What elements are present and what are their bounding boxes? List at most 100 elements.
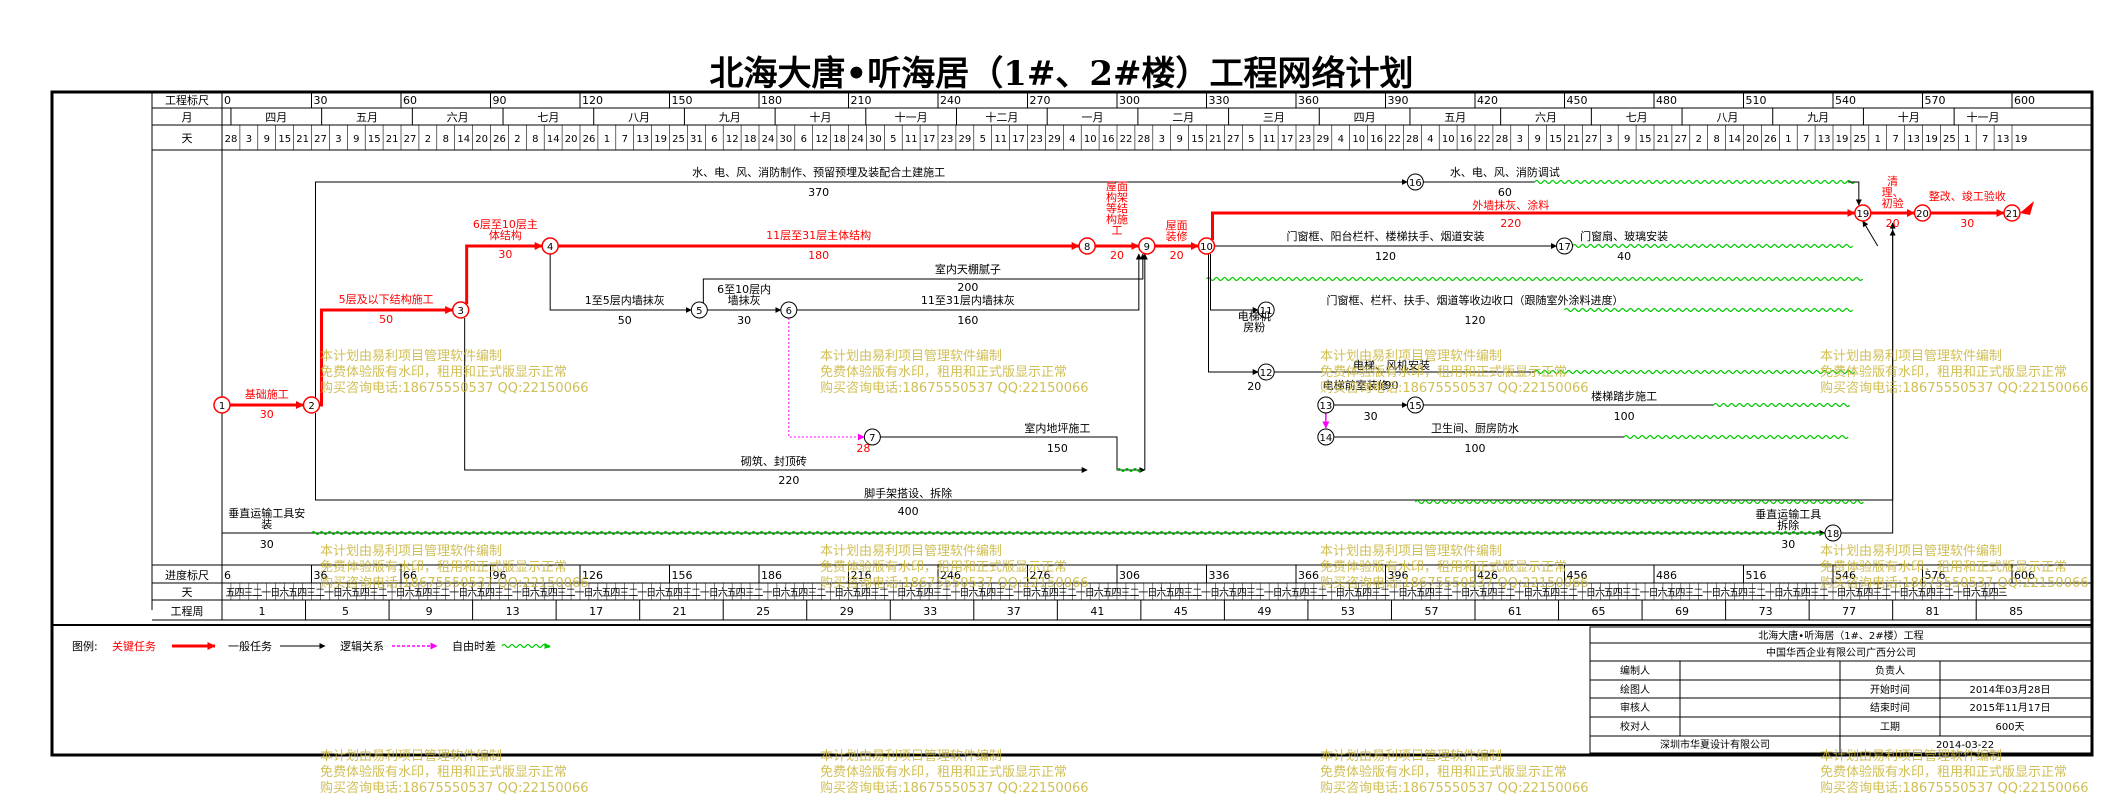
day-cell: 9: [1624, 134, 1630, 145]
day-cell: 5: [980, 134, 986, 145]
week-cell: 13: [506, 605, 520, 618]
watermark-text: 免费体验版有水印，租用和正式版显示正常: [320, 364, 567, 380]
day-cell: 23: [941, 134, 954, 145]
weekday-cell: 三: [431, 588, 441, 599]
week-cell: 1: [259, 605, 266, 618]
month-label: 月: [182, 111, 193, 124]
day-cell: 10: [1442, 134, 1455, 145]
float-7-9: [1116, 467, 1142, 473]
float-16-19: [1534, 179, 1856, 185]
task-dur-7-9: 150: [1047, 442, 1068, 455]
day-cell: 27: [1585, 134, 1598, 145]
task-dur-15-19: 100: [1614, 410, 1635, 423]
week-cell: 85: [2009, 605, 2023, 618]
weekday-cell: 一: [700, 588, 710, 599]
legend-critical-label: 关键任务: [112, 639, 156, 653]
weekday-cell: 三: [1684, 588, 1694, 599]
weekday-cell: 一: [1890, 588, 1900, 599]
weekday-cell: 五: [1729, 588, 1739, 599]
watermark-text: 免费体验版有水印，租用和正式版显示正常: [1820, 559, 2067, 575]
task-logic-19: [1862, 220, 1879, 247]
node-label-6: 6: [786, 306, 792, 317]
day-cell: 24: [762, 134, 775, 145]
info-key: 校对人: [1620, 720, 1650, 733]
day-cell: 9: [1535, 134, 1541, 145]
weekday-cell: 六: [1595, 587, 1605, 599]
day-cell: 1: [1785, 134, 1791, 145]
task-label-5-6a: 6至10层内: [717, 282, 771, 296]
weekday-cell: 一: [888, 588, 898, 599]
weekday-cell: 二: [879, 588, 889, 599]
node-10: [1197, 237, 1216, 255]
weekday-cell: 五: [413, 588, 423, 599]
weekday-cell: 四: [1174, 588, 1184, 599]
day-cell: 15: [1549, 134, 1562, 145]
month-cell: 十一月: [1967, 110, 2000, 124]
task-label-20-21: 整改、竣工验收: [1929, 189, 2006, 203]
week-cell: 21: [673, 605, 687, 618]
day-cell: 26: [583, 134, 596, 145]
day-cell: 12: [726, 134, 739, 145]
weekday-cell: 日: [1335, 588, 1345, 599]
top-tick-label: 390: [1388, 94, 1409, 107]
day-cell: 15: [1191, 134, 1204, 145]
task-label-8-9: 构架: [1106, 190, 1128, 204]
top-tick-label: 180: [761, 94, 782, 107]
node-label-3: 3: [457, 306, 463, 317]
critical-task-2-3: [319, 306, 454, 407]
day-cell: 7: [622, 134, 628, 145]
weekday-cell: 日: [1085, 588, 1095, 599]
weekday-cell: 六: [1720, 587, 1730, 599]
weekday-cell: 日: [709, 588, 719, 599]
info-designer: 深圳市华夏设计有限公司: [1660, 738, 1770, 751]
weekday-cell: 二: [1819, 588, 1829, 599]
weekday-cell: 三: [1559, 588, 1569, 599]
weekday-cell: 三: [933, 588, 943, 599]
weekday-cell: 二: [942, 588, 952, 599]
weekday-cell: 四: [1863, 588, 1873, 599]
month-cell: 九月: [1807, 111, 1829, 124]
weekday-cell: 二: [1505, 588, 1515, 599]
weekday-cell: 五: [1604, 588, 1614, 599]
bottom-tick-label: 36: [314, 569, 328, 582]
weekday-cell: 一: [1577, 588, 1587, 599]
day-cell: 13: [1907, 134, 1920, 145]
top-tick-label: 330: [1209, 94, 1230, 107]
task-label-19-20b: 理、: [1882, 186, 1904, 199]
weekday-cell: 六: [780, 587, 790, 599]
node-17: [1556, 237, 1573, 255]
weekday-cell: 六: [467, 587, 477, 599]
task-dur-3-14: 220: [778, 474, 799, 487]
info-key: 开始时间: [1870, 683, 1910, 696]
weekday-cell: 二: [566, 588, 576, 599]
watermark-text: 免费体验版有水印，租用和正式版显示正常: [1820, 364, 2067, 380]
weekday-cell: 六: [655, 587, 665, 599]
month-cell: 五月: [1444, 111, 1466, 124]
day-cell: 23: [1299, 134, 1312, 145]
weekday-cell: 日: [1210, 588, 1220, 599]
float-14-19: [1623, 434, 1849, 440]
weekday-cell: 四: [736, 588, 746, 599]
node-6: [780, 301, 798, 319]
week-cell: 53: [1341, 605, 1355, 618]
task-1-18: [221, 413, 1826, 536]
weekday-cell: 一: [637, 588, 647, 599]
task-dur-20-21: 30: [1960, 217, 1974, 230]
month-cell: 九月: [719, 111, 741, 124]
top-tick-label: 570: [1925, 94, 1946, 107]
node-20: [1913, 204, 1932, 222]
task-dur-6-7: 28: [856, 442, 870, 455]
weekday-cell: 五: [1917, 588, 1927, 599]
day-cell: 16: [1370, 134, 1383, 145]
day-cell: 9: [353, 134, 359, 145]
day-cell: 27: [1227, 134, 1240, 145]
weekday-cell: 五: [601, 588, 611, 599]
node-15: [1406, 396, 1424, 414]
top-tick-label: 240: [940, 94, 961, 107]
weekday-cell: 五: [539, 588, 549, 599]
weekday-cell: 一: [1389, 588, 1399, 599]
week-cell: 77: [1842, 605, 1856, 618]
node-label-19: 19: [1856, 209, 1869, 220]
chart-title: 北海大唐•听海居（1#、2#楼）工程网络计划: [709, 54, 1414, 94]
weekday-cell: 三: [1872, 588, 1882, 599]
